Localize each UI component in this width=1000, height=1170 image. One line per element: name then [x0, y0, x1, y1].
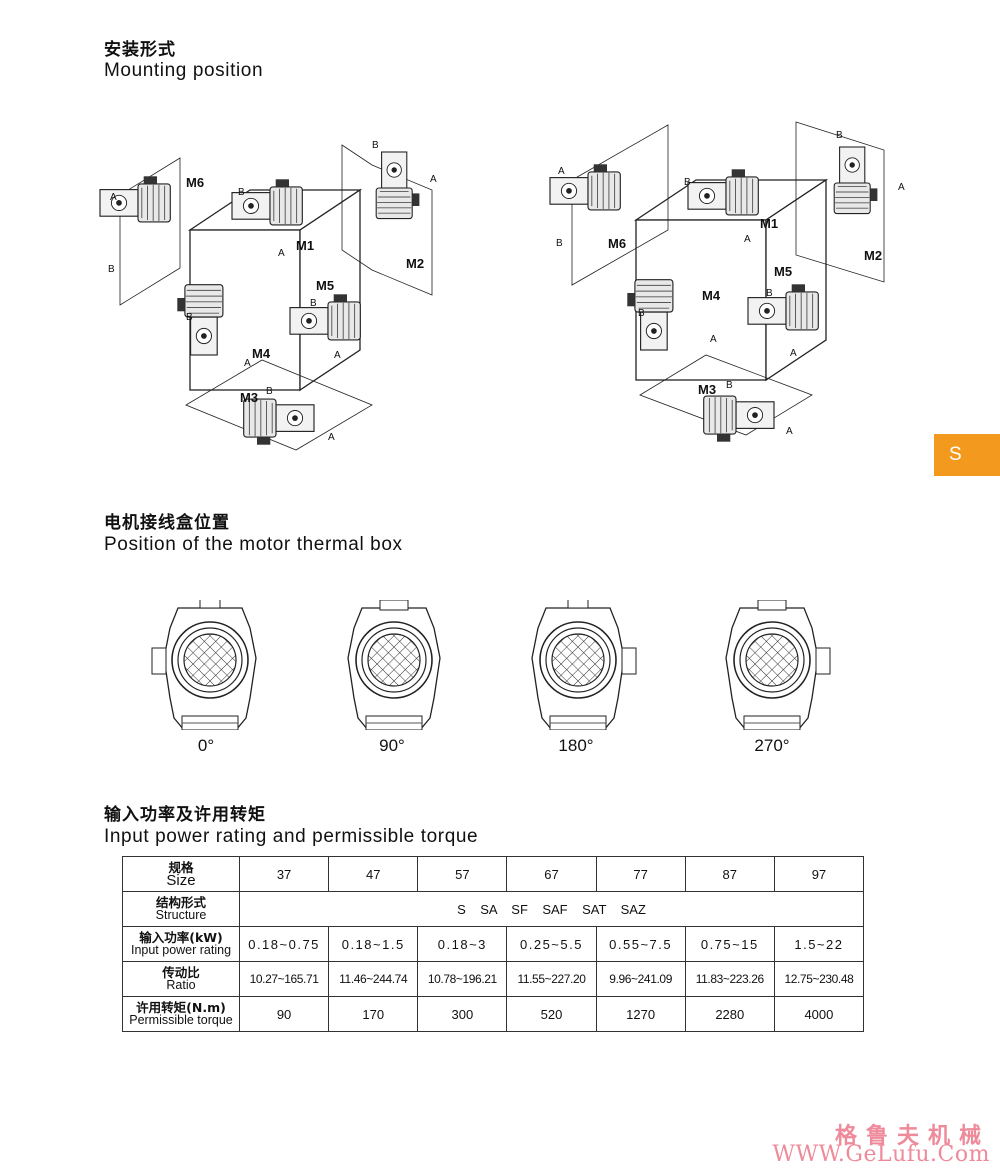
size-cell: 87: [684, 856, 775, 892]
label-b: B: [726, 380, 733, 391]
label-a: A: [786, 426, 793, 437]
ratio-cell: 11.55~227.20: [506, 961, 597, 997]
torque-header: 许用转矩(N.m)Permissible torque: [122, 996, 240, 1032]
label-a: A: [278, 248, 285, 259]
angle-90: 90°: [379, 736, 405, 755]
label-right-m1: M1: [760, 216, 778, 231]
label-left-m3: M3: [240, 390, 258, 405]
torque-cell: 4000: [773, 996, 865, 1032]
section-tab-s[interactable]: S: [934, 434, 1000, 476]
label-b: B: [638, 308, 645, 319]
power-cell: 0.18~3: [417, 926, 508, 962]
thermal-box-drawings: [151, 600, 831, 730]
label-a: A: [898, 182, 905, 193]
torque-cell: 170: [328, 996, 419, 1032]
torque-cell: 520: [506, 996, 597, 1032]
label-right-m3: M3: [698, 382, 716, 397]
label-b: B: [836, 130, 843, 141]
power-cell: 0.18~1.5: [328, 926, 419, 962]
power-cell: 0.18~0.75: [238, 926, 330, 962]
table-row-power: 输入功率(kW)Input power rating 0.18~0.75 0.1…: [122, 926, 865, 962]
label-left-m1: M1: [296, 238, 314, 253]
size-cell: 77: [595, 856, 686, 892]
label-left-m4: M4: [252, 346, 271, 361]
size-cell: 57: [417, 856, 508, 892]
label-right-m2: M2: [864, 248, 882, 263]
thermal-title-cn: 电机接线盒位置: [104, 513, 230, 533]
label-right-m6: M6: [608, 236, 626, 251]
label-left-m2: M2: [406, 256, 424, 271]
mounting-right-group: [549, 121, 885, 443]
structure-cell: S SA SF SAF SAT SAZ: [239, 891, 864, 927]
mounting-title-cn: 安装形式: [104, 40, 176, 60]
power-cell: 0.25~5.5: [506, 926, 597, 962]
label-a: A: [790, 348, 797, 359]
label-a: A: [328, 432, 335, 443]
label-b: B: [266, 386, 273, 397]
power-cell: 1.5~22: [773, 926, 865, 962]
watermark-cn: 格鲁夫机械: [834, 1123, 990, 1149]
label-b: B: [108, 264, 115, 275]
torque-cell: 90: [238, 996, 330, 1032]
label-b: B: [310, 298, 317, 309]
ratio-cell: 9.96~241.09: [595, 961, 686, 997]
ratio-cell: 10.78~196.21: [417, 961, 508, 997]
torque-cell: 2280: [684, 996, 775, 1032]
label-b: B: [238, 187, 245, 198]
angle-270: 270°: [754, 736, 790, 755]
torque-cell: 1270: [595, 996, 686, 1032]
ratio-cell: 10.27~165.71: [238, 961, 330, 997]
power-title-cn: 输入功率及许用转矩: [104, 805, 266, 825]
angle-180: 180°: [558, 736, 594, 755]
mounting-diagrams: M6 M1 M2 M5 M4 M3 A B B A B A B A B A B …: [99, 121, 905, 451]
watermark-url[interactable]: WWW.GeLufu.Com: [772, 1142, 990, 1167]
label-b: B: [556, 238, 563, 249]
ratio-cell: 11.46~244.74: [328, 961, 419, 997]
power-cell: 0.75~15: [684, 926, 775, 962]
label-b: B: [186, 312, 193, 323]
label-b: B: [684, 177, 691, 188]
mounting-left-group: [99, 144, 433, 451]
label-a: A: [744, 234, 751, 245]
power-cell: 0.55~7.5: [595, 926, 686, 962]
label-a: A: [334, 350, 341, 361]
power-header: 输入功率(kW)Input power rating: [122, 926, 240, 962]
mounting-title-en: Mounting position: [104, 60, 264, 81]
size-cell: 97: [773, 856, 865, 892]
label-b: B: [372, 140, 379, 151]
label-b: B: [766, 288, 773, 299]
size-cell: 47: [328, 856, 419, 892]
power-title-en: Input power rating and permissible torqu…: [104, 826, 479, 847]
thermal-title-en: Position of the motor thermal box: [104, 534, 403, 555]
angle-0: 0°: [197, 736, 215, 755]
label-a: A: [558, 166, 565, 177]
size-cell: 37: [238, 856, 330, 892]
label-left-m6: M6: [186, 175, 204, 190]
table-row-torque: 许用转矩(N.m)Permissible torque 90 170 300 5…: [122, 996, 865, 1032]
ratio-cell: 11.83~223.26: [684, 961, 775, 997]
label-a: A: [430, 174, 437, 185]
label-left-m5: M5: [316, 278, 334, 293]
label-right-m4: M4: [702, 288, 721, 303]
label-a: A: [244, 358, 251, 369]
size-cell: 67: [506, 856, 597, 892]
label-right-m5: M5: [774, 264, 792, 279]
label-a: A: [710, 334, 717, 345]
ratio-cell: 12.75~230.48: [773, 961, 865, 997]
label-a: A: [110, 192, 117, 203]
torque-cell: 300: [417, 996, 508, 1032]
